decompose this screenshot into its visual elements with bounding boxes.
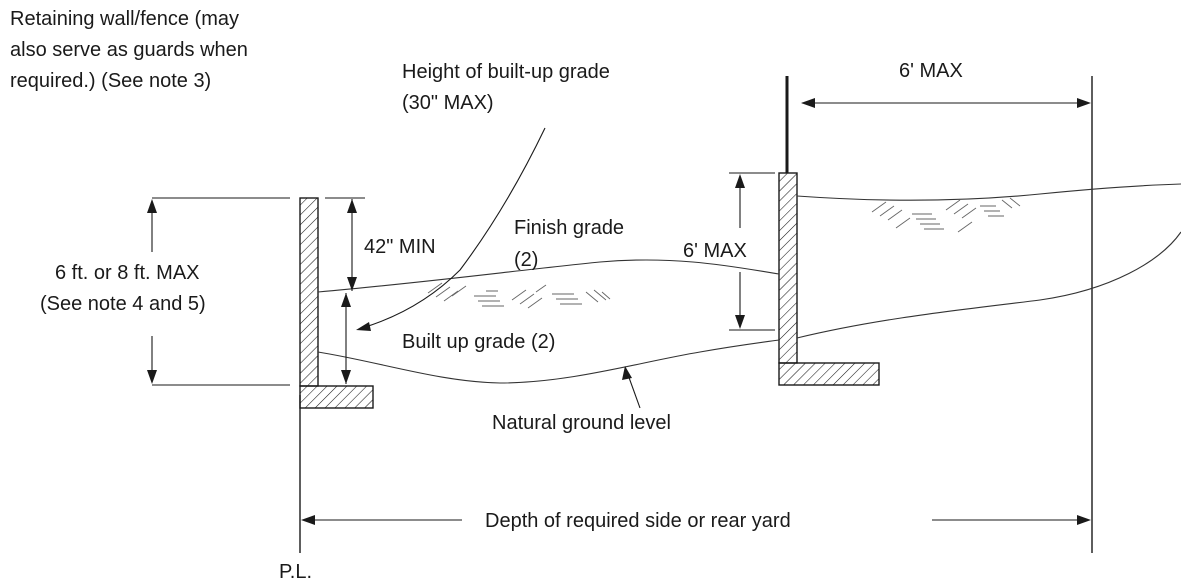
property-line-label: P.L.: [279, 561, 312, 583]
arrow-42-up: [347, 199, 357, 213]
arrow-built-up: [341, 293, 351, 307]
arrow-built-down: [341, 370, 351, 384]
arrow-left-dim-down: [147, 370, 157, 384]
finish-grade-line-1: Finish grade: [514, 217, 624, 239]
finish-grade-line: [317, 259, 780, 293]
built-height-line-2: (30" MAX): [402, 92, 494, 114]
arrow-leader-built-up: [356, 322, 371, 331]
left-wall-footing: [299, 385, 374, 409]
finish-grade-line-2: (2): [514, 249, 538, 271]
arrow-natural-ground: [622, 366, 632, 380]
depth-label: Depth of required side or rear yard: [485, 510, 791, 532]
wall-note-line-2: also serve as guards when: [10, 39, 248, 61]
arrow-right-dim-down: [735, 315, 745, 329]
right-wall-stem: [778, 172, 798, 364]
wall-note-line-3: required.) (See note 3): [10, 70, 211, 92]
natural-ground-label: Natural ground level: [492, 412, 671, 434]
soil-pattern-left: [427, 282, 611, 309]
arrow-42-down: [347, 277, 357, 291]
left-wall-stem: [299, 197, 319, 387]
arrow-left-dim-up: [147, 199, 157, 213]
arrow-right-dim-up: [735, 174, 745, 188]
arrow-depth-right: [1077, 515, 1091, 525]
min-42-label: 42" MIN: [364, 236, 436, 258]
right-wall-dim-label: 6' MAX: [683, 240, 747, 262]
built-up-grade-label: Built up grade (2): [402, 331, 555, 353]
arrow-depth-left: [301, 515, 315, 525]
left-dim-line-2: (See note 4 and 5): [40, 293, 206, 315]
top-dim-label: 6' MAX: [899, 60, 963, 82]
left-dim-line-1: 6 ft. or 8 ft. MAX: [55, 262, 200, 284]
wall-note-line-1: Retaining wall/fence (may: [10, 8, 239, 30]
upper-natural-ground-line: [796, 231, 1181, 339]
arrow-top-left: [801, 98, 815, 108]
built-height-line-1: Height of built-up grade: [402, 61, 610, 83]
natural-ground-line: [317, 339, 780, 384]
soil-pattern-right: [871, 197, 1021, 233]
upper-finish-grade-line: [796, 183, 1181, 201]
leader-built-up-height: [361, 127, 546, 329]
right-wall-footing: [778, 362, 880, 386]
arrow-top-right: [1077, 98, 1091, 108]
